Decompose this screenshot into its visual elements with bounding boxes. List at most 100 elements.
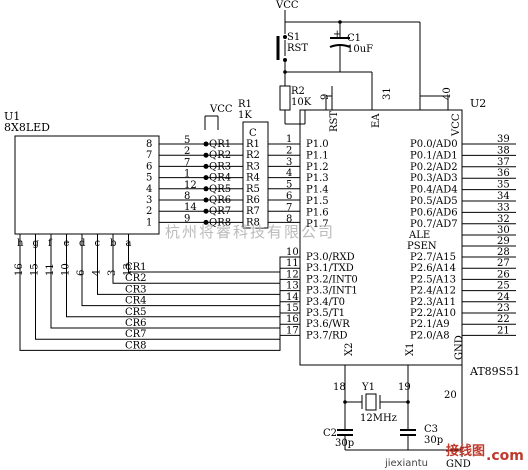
u2-ale-label: ALE (408, 230, 430, 241)
u2-p1-label: P1.4 (306, 185, 329, 196)
u2-p3-label: P3.3/INT1 (306, 286, 358, 297)
u1-right-pin-number: 6 (146, 161, 152, 172)
cr-wire (50, 234, 300, 329)
u1-row-pin-number: 14 (184, 202, 197, 213)
r1-network-label: R8 (246, 217, 260, 228)
cr-label: CR1 (125, 262, 147, 273)
u2-p0-label: P0.4/AD4 (410, 185, 458, 196)
transistor-node (203, 219, 209, 225)
u1-right-pin-number: 5 (146, 173, 152, 184)
transistor-label: QR5 (209, 184, 231, 195)
u2-p3-label: P3.0/RXD (306, 252, 355, 263)
site-cn-logo: 接线图 (446, 443, 485, 459)
u1-row-pin-number: 12 (184, 180, 197, 191)
transistor-node (203, 175, 209, 181)
u2-p2-label: P2.4/A12 (410, 286, 456, 297)
u2-p0-pin-number: 33 (497, 202, 510, 213)
u2-p1-pin-number: 4 (286, 168, 292, 179)
u2-p2-label: P2.7/A15 (410, 252, 456, 263)
u1-right-pin-number: 8 (146, 139, 152, 150)
u2-p2-pin-number: 22 (497, 314, 510, 325)
transistor-node (203, 152, 209, 158)
r2-name: R2 (291, 86, 305, 97)
u2-p1-pin-number: 5 (286, 180, 292, 191)
u2-p0-label: P0.0/AD0 (410, 139, 458, 150)
u2-p2-pin-number: 23 (497, 303, 510, 314)
cr-label: CR3 (125, 284, 147, 295)
r1-network-label: R1 (246, 139, 260, 150)
site-label: jiexiantu (384, 458, 428, 469)
cr-label: CR6 (125, 318, 147, 329)
u2-p2-label: P2.6/A14 (410, 263, 456, 274)
u2-vcc-pin-label: VCC (451, 113, 462, 137)
u2-p0-label: P0.6/AD6 (410, 207, 458, 218)
cr-label: CR8 (125, 340, 147, 351)
cr-label: CR7 (125, 329, 147, 340)
u2-p3-label: P3.4/T0 (306, 297, 345, 308)
u2-p3-pin-number: 16 (286, 314, 299, 325)
u2-p1-pin-number: 3 (286, 157, 292, 168)
u2-p1-pin-number: 1 (286, 134, 292, 145)
u2-p0-label: P0.1/AD1 (410, 150, 458, 161)
u2-p1-label: P1.0 (306, 139, 329, 150)
u2-p3-pin-number: 17 (286, 325, 299, 336)
transistor-label: QR7 (209, 206, 231, 217)
transistor-label: QR8 (209, 217, 231, 228)
u2-p3-pin-number: 12 (286, 269, 299, 280)
u2-pin40: 40 (442, 87, 453, 100)
u2-p3-pin-number: 13 (286, 281, 299, 292)
u2-p1-label: P1.2 (306, 162, 329, 173)
cr-wire (35, 234, 300, 340)
u2-x1-label: X1 (405, 343, 416, 356)
u1-right-pin-number: 1 (146, 217, 152, 228)
u2-p0-pin-number: 39 (497, 134, 510, 145)
u2-p1-pin-number: 7 (286, 202, 292, 213)
transistor-label: QR3 (209, 161, 231, 172)
r1-network-label: R4 (246, 173, 260, 184)
y1-name: Y1 (361, 382, 375, 393)
u1-right-pin-number: 2 (146, 206, 152, 217)
u2-p2-pin-number: 27 (497, 258, 510, 269)
u2-ea-pin-label: EA (371, 113, 382, 128)
u2-p0-pin-number: 34 (497, 191, 510, 202)
u2-p3-pin-number: 10 (286, 247, 299, 258)
r1-value: 1K (238, 110, 252, 121)
u2-p0-pin-number: 37 (497, 157, 510, 168)
s1-label: S1 (287, 32, 300, 43)
c3-value: 30p (424, 435, 443, 446)
r1-name: R1 (238, 99, 252, 110)
r1-network-label: R6 (246, 195, 260, 206)
u2-rst-pin-label: RST (329, 111, 340, 132)
u2-p2-label: P2.2/A10 (410, 308, 456, 319)
u1-row-pin-number: 7 (184, 157, 190, 168)
transistor-label: QR1 (209, 139, 231, 150)
c1-value: 10uF (347, 44, 373, 55)
u2-p3-pin-number: 15 (286, 303, 299, 314)
u2-gnd-label: GND (454, 335, 465, 360)
u2-p2-label: P2.5/A13 (410, 274, 456, 285)
u2-p2-pin-number: 24 (497, 292, 510, 303)
u2-part: AT89S51 (469, 365, 520, 378)
u2-p0-label: P0.3/AD3 (410, 173, 458, 184)
oscillator-circuit: Y1 12MHz C2 30p C3 30p GND (323, 365, 471, 470)
transistor-node (203, 163, 209, 169)
r1-network-label: R5 (246, 184, 260, 195)
u2-p0-pin-number: 36 (497, 168, 510, 179)
mcu-u2: U2 AT89S51 9 31 40 RST EA VCC X2 X1 GND … (286, 87, 520, 401)
u2-pin31: 31 (382, 87, 393, 100)
vcc-r1-label: VCC (209, 104, 233, 115)
u1-row-pin-number: 2 (184, 146, 190, 157)
u1-right-pin-number: 7 (146, 150, 152, 161)
u2-p3-pin-number: 11 (286, 258, 299, 269)
u2-p1-label: P1.1 (306, 150, 329, 161)
u2-p0-pin-number: 32 (497, 214, 510, 225)
rst-switch-label: RST (287, 43, 308, 54)
site-suffix: .com (486, 448, 524, 464)
u1-row-pin-number: 5 (184, 135, 190, 146)
u2-p3-label: P3.6/WR (306, 319, 350, 330)
u2-p1-pin-number: 8 (286, 214, 292, 225)
transistor-node (203, 197, 209, 203)
